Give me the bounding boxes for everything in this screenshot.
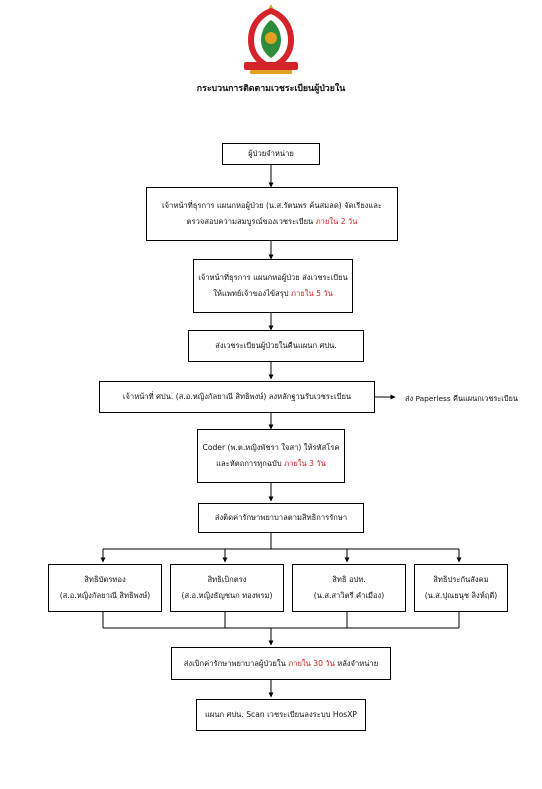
step-discharge: ผู้ป่วยจำหน่าย (222, 143, 320, 165)
step-coder-line1: Coder (พ.ต.หญิงพัชรา ใจสา) ให้รหัสโรค (202, 443, 340, 452)
step-to-doctor-line1: เจ้าหน้าที่ธุรการ แผนกหอผู้ป่วย ส่งเวชระ… (198, 273, 348, 282)
step-to-doctor-line2: ให้แพทย์เจ้าของไข้สรุป ภายใน 5 วัน (213, 286, 333, 302)
deadline-3-days: ภายใน 3 วัน (284, 459, 326, 468)
step-to-doctor-text: ให้แพทย์เจ้าของไข้สรุป (213, 289, 292, 298)
step-claim-text: ส่งเบิกค่ารักษาพยาบาลผู้ป่วยใน (183, 658, 289, 668)
step-paperless: ส่ง Paperless คืนแผนกเวชระเบียน (405, 394, 518, 403)
right-gold-card-title: สิทธิบัตรทอง (84, 575, 126, 584)
step-scan-text: แผนก ศปน. Scan เวชระเบียนลงระบบ HosXP (205, 710, 357, 719)
step-claim: ส่งเบิกค่ารักษาพยาบาลผู้ป่วยใน ภายใน 30 … (171, 647, 391, 680)
right-local-government-title: สิทธิ อปท. (332, 575, 366, 584)
step-ward-clerk-text: ตรวจสอบความสมบูรณ์ของเวชระเบียน (186, 217, 316, 226)
right-gold-card: สิทธิบัตรทอง (ส.อ.หญิงกัลยาณี สิทธิพงษ์) (48, 564, 162, 612)
step-ward-clerk-line2: ตรวจสอบความสมบูรณ์ของเวชระเบียน ภายใน 2 … (187, 214, 358, 230)
right-social-security: สิทธิประกันสังคม (น.ส.ปุณยนุช ลิงห์ฤดี) (414, 564, 508, 612)
step-billing-text: ส่งติดค่ารักษาพยาบาลตามสิทธิการรักษา (214, 513, 348, 522)
right-local-government-staff: (น.ส.สาวิตรี คำเมือง) (313, 591, 385, 600)
step-claim-suffix: หลังจำหน่าย (334, 658, 379, 668)
step-coder: Coder (พ.ต.หญิงพัชรา ใจสา) ให้รหัสโรค แล… (197, 429, 345, 483)
step-to-doctor: เจ้าหน้าที่ธุรการ แผนกหอผู้ป่วย ส่งเวชระ… (193, 259, 353, 313)
step-to-records-text: ส่งเวชระเบียนผู้ป่วยในคืนแผนก ศปน. (215, 341, 337, 350)
step-billing: ส่งติดค่ารักษาพยาบาลตามสิทธิการรักษา (198, 503, 364, 533)
right-social-security-staff: (น.ส.ปุณยนุช ลิงห์ฤดี) (424, 591, 498, 600)
hospital-emblem-icon (244, 4, 298, 74)
right-direct-billing-title: สิทธิเบิกตรง (207, 575, 247, 584)
right-direct-billing: สิทธิเบิกตรง (ส.อ.หญิงธัญชนก ทองพรม) (170, 564, 284, 612)
step-to-records: ส่งเวชระเบียนผู้ป่วยในคืนแผนก ศปน. (188, 330, 364, 362)
right-direct-billing-staff: (ส.อ.หญิงธัญชนก ทองพรม) (181, 591, 273, 600)
step-scan: แผนก ศปน. Scan เวชระเบียนลงระบบ HosXP (196, 699, 366, 731)
deadline-30-days: ภายใน 30 วัน (288, 658, 335, 668)
step-receive-text: เจ้าหน้าที่ ศปน. (ส.อ.หญิงกัลยาณี สิทธิพ… (122, 392, 352, 401)
step-receive: เจ้าหน้าที่ ศปน. (ส.อ.หญิงกัลยาณี สิทธิพ… (99, 381, 375, 413)
step-claim-line: ส่งเบิกค่ารักษาพยาบาลผู้ป่วยใน ภายใน 30 … (184, 656, 378, 672)
deadline-2-days: ภายใน 2 วัน (315, 217, 358, 226)
step-coder-text: และหัตถการทุกฉบับ (216, 459, 285, 468)
page-title: กระบวนการติดตามเวชระเบียนผู้ป่วยใน (196, 84, 346, 94)
step-ward-clerk-line1: เจ้าหน้าที่ธุรการ แผนกหอผู้ป่วย (น.ส.รัต… (162, 201, 382, 210)
step-coder-line2: และหัตถการทุกฉบับ ภายใน 3 วัน (216, 456, 326, 472)
step-ward-clerk: เจ้าหน้าที่ธุรการ แผนกหอผู้ป่วย (น.ส.รัต… (146, 187, 398, 241)
deadline-5-days: ภายใน 5 วัน (291, 289, 333, 298)
right-gold-card-staff: (ส.อ.หญิงกัลยาณี สิทธิพงษ์) (59, 591, 151, 600)
right-social-security-title: สิทธิประกันสังคม (433, 575, 489, 584)
right-local-government: สิทธิ อปท. (น.ส.สาวิตรี คำเมือง) (292, 564, 406, 612)
step-discharge-text: ผู้ป่วยจำหน่าย (248, 149, 294, 158)
